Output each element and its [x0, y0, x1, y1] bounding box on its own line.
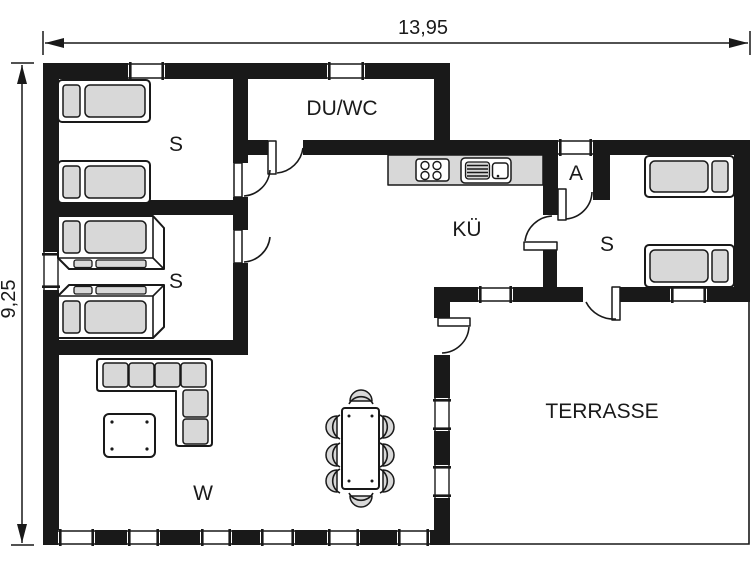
terrace-outline: [449, 302, 750, 545]
window: [433, 398, 451, 431]
door: [557, 188, 593, 221]
bed: [57, 160, 151, 204]
dimension-width-label: 13,95: [398, 17, 448, 39]
window: [327, 62, 365, 80]
door: [267, 140, 304, 175]
room-label-terrace: TERRASSE: [545, 400, 658, 423]
arrow-down-icon: [17, 524, 27, 543]
bed: [644, 155, 735, 198]
dining-chair: [379, 442, 395, 468]
sink-icon: [460, 157, 512, 184]
door: [233, 229, 271, 264]
doors: [233, 140, 621, 355]
door: [523, 215, 558, 251]
window: [433, 465, 451, 498]
dining-chair: [325, 414, 341, 440]
window: [558, 139, 593, 156]
room-label-bedroom-mid-left: S: [169, 270, 183, 293]
dimension-height-label: 9,25: [0, 280, 20, 319]
window: [397, 529, 430, 546]
window: [128, 62, 165, 80]
door: [434, 317, 471, 355]
dining-chair: [325, 442, 341, 468]
room-label-kitchen: KÜ: [452, 218, 481, 241]
bed: [644, 244, 735, 288]
sofa: [96, 358, 213, 447]
room-label-living-room: W: [193, 482, 213, 505]
window: [327, 529, 360, 546]
bed: [57, 79, 151, 123]
window: [200, 529, 232, 546]
arrow-left-icon: [45, 38, 64, 48]
dining-chair: [379, 414, 395, 440]
dimension-top: 13,95: [42, 17, 751, 55]
coffee-table: [103, 413, 156, 458]
bunk-bed: [57, 284, 165, 339]
window: [478, 286, 513, 303]
kitchen-counter: [387, 154, 544, 186]
stove-icon: [415, 158, 450, 182]
arrow-up-icon: [17, 65, 27, 84]
dining-chair: [348, 492, 374, 508]
window: [58, 529, 95, 546]
dimension-left: 9,25: [0, 62, 34, 546]
door: [583, 286, 621, 321]
room-label-shower-wc: DU/WC: [306, 97, 377, 120]
windows: [42, 62, 707, 546]
room-label-bedroom-right: S: [600, 233, 614, 256]
dining-chair: [325, 468, 341, 494]
room-label-closet: A: [569, 162, 583, 185]
dining-chair: [348, 389, 374, 405]
window: [260, 529, 295, 546]
dining-chair: [379, 468, 395, 494]
dining-table: [341, 407, 380, 490]
window: [670, 286, 707, 303]
window: [127, 529, 160, 546]
dining-set: [325, 389, 395, 508]
arrow-right-icon: [729, 38, 748, 48]
door: [233, 162, 271, 198]
room-label-bedroom-top-left: S: [169, 133, 183, 156]
bunk-bed: [57, 215, 165, 270]
